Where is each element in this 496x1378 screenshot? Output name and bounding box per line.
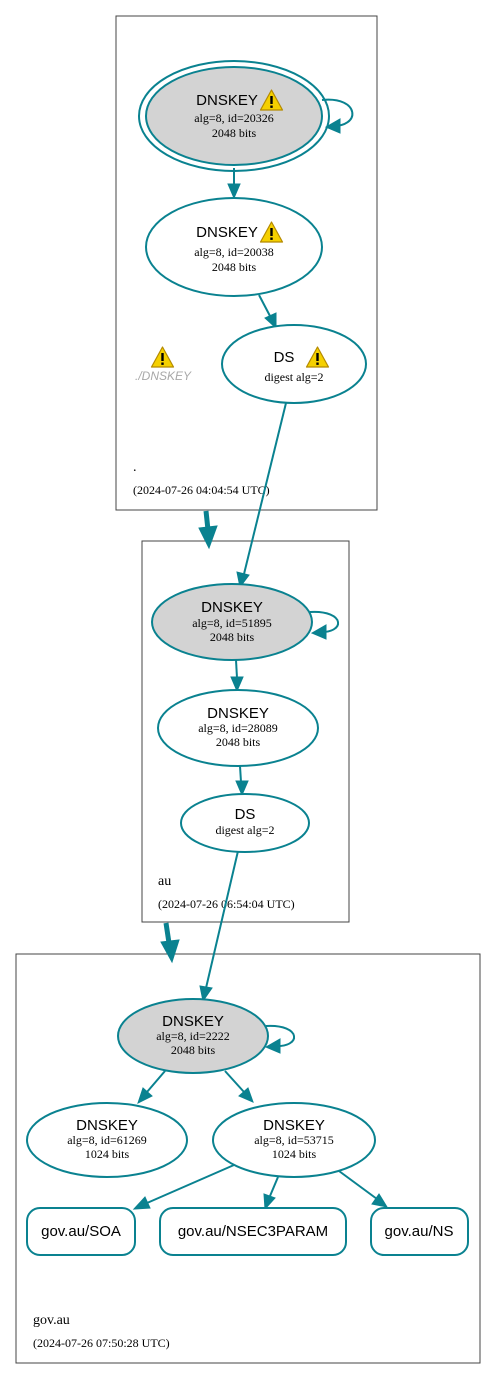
node-root-zsk[interactable]: DNSKEY alg=8, id=20038 2048 bits: [145, 197, 323, 297]
edge-au-ds-to-gov-ksk: [199, 850, 239, 1003]
node-au-zsk-line1: alg=8, id=28089: [198, 721, 278, 735]
node-gov-zsk2-title: DNSKEY: [263, 1117, 325, 1134]
node-rr-ns[interactable]: gov.au/NS: [370, 1207, 469, 1256]
edge-au-ksk-to-zsk: [230, 659, 244, 693]
node-root-ds-line1: digest alg=2: [264, 370, 323, 384]
edge-gov-ksk-to-zsk1: [137, 1070, 166, 1104]
node-gov-zsk-53715[interactable]: DNSKEY alg=8, id=53715 1024 bits: [212, 1102, 376, 1178]
node-root-ksk-line1: alg=8, id=20326: [194, 111, 274, 125]
node-root-zsk-title: DNSKEY: [196, 224, 258, 241]
edge-zsk2-to-soa: [132, 1164, 235, 1210]
node-rr-nsec3param[interactable]: gov.au/NSEC3PARAM: [159, 1207, 347, 1256]
node-gov-zsk2-line1: alg=8, id=53715: [254, 1133, 334, 1147]
node-au-ksk[interactable]: DNSKEY alg=8, id=51895 2048 bits: [151, 583, 313, 661]
node-root-ghost-dnskey[interactable]: ./DNSKEY: [135, 346, 192, 383]
zone-govau-timestamp: (2024-07-26 07:50:28 UTC): [33, 1336, 170, 1350]
node-rr-nsec3param-label: gov.au/NSEC3PARAM: [178, 1223, 328, 1240]
node-au-ds-line1: digest alg=2: [215, 823, 274, 837]
node-root-ksk-title: DNSKEY: [196, 92, 258, 109]
node-gov-zsk1-title: DNSKEY: [76, 1117, 138, 1134]
node-gov-ksk-title: DNSKEY: [162, 1013, 224, 1030]
zone-root-name: .: [133, 460, 137, 475]
node-au-zsk[interactable]: DNSKEY alg=8, id=28089 2048 bits: [157, 689, 319, 767]
node-rr-soa[interactable]: gov.au/SOA: [26, 1207, 136, 1256]
node-rr-soa-label: gov.au/SOA: [41, 1223, 121, 1240]
edge-root-ksk-self: [321, 98, 354, 134]
edge-gov-ksk-to-zsk2: [224, 1070, 254, 1103]
edge-au-zsk-to-ds: [235, 765, 249, 797]
edge-zsk2-to-nsec3param: [263, 1176, 279, 1211]
edge-delegation-root-au: [198, 510, 218, 550]
edge-delegation-au-govau: [160, 922, 180, 964]
edge-zsk2-to-ns: [338, 1170, 389, 1208]
node-gov-zsk2-line2: 1024 bits: [272, 1147, 317, 1161]
edge-au-ksk-self: [309, 610, 339, 640]
zone-govau-name: gov.au: [33, 1313, 70, 1328]
node-gov-zsk-61269[interactable]: DNSKEY alg=8, id=61269 1024 bits: [26, 1102, 188, 1178]
node-root-ksk-line2: 2048 bits: [212, 126, 257, 140]
node-au-ds[interactable]: DS digest alg=2: [180, 793, 310, 853]
node-gov-ksk-line2: 2048 bits: [171, 1043, 216, 1057]
node-gov-ksk[interactable]: DNSKEY alg=8, id=2222 2048 bits: [117, 998, 269, 1074]
edge-root-zsk-to-ds: [258, 294, 277, 330]
node-root-ksk[interactable]: DNSKEY alg=8, id=20326 2048 bits: [138, 60, 330, 172]
node-root-zsk-line2: 2048 bits: [212, 260, 257, 274]
node-gov-ksk-line1: alg=8, id=2222: [156, 1029, 230, 1043]
node-au-ksk-line1: alg=8, id=51895: [192, 616, 272, 630]
node-root-zsk-line1: alg=8, id=20038: [194, 245, 274, 259]
node-au-ds-title: DS: [235, 806, 256, 823]
node-au-ksk-title: DNSKEY: [201, 599, 263, 616]
zone-root-timestamp: (2024-07-26 04:04:54 UTC): [133, 483, 270, 497]
zone-au-name: au: [158, 874, 171, 889]
node-au-zsk-title: DNSKEY: [207, 705, 269, 722]
node-root-ds-title: DS: [274, 349, 295, 366]
node-au-zsk-line2: 2048 bits: [216, 735, 261, 749]
edge-gov-ksk-self: [264, 1024, 295, 1054]
node-gov-zsk1-line1: alg=8, id=61269: [67, 1133, 147, 1147]
node-rr-ns-label: gov.au/NS: [385, 1223, 454, 1240]
node-gov-zsk1-line2: 1024 bits: [85, 1147, 130, 1161]
node-root-ds[interactable]: DS digest alg=2: [221, 324, 367, 404]
node-root-ghost-label: ./DNSKEY: [135, 369, 192, 383]
node-au-ksk-line2: 2048 bits: [210, 630, 255, 644]
